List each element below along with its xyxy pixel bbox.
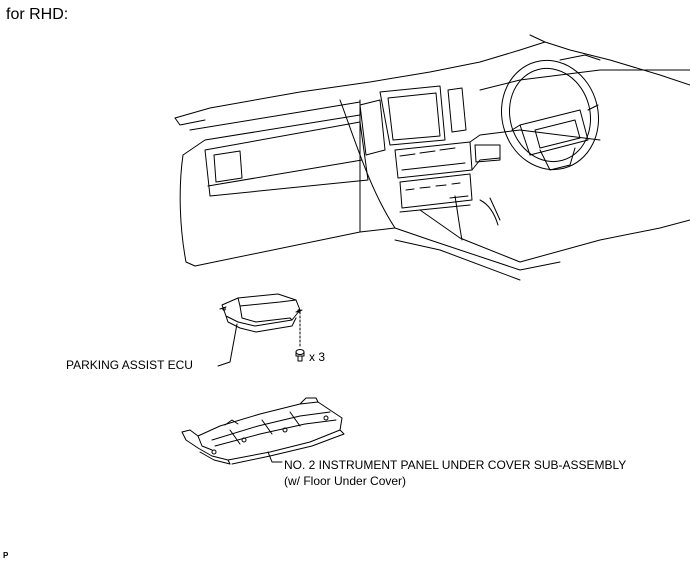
screw-illustration [295,311,305,362]
under-cover-sublabel: (w/ Floor Under Cover) [284,474,407,488]
under-cover-illustration [181,397,345,465]
corner-mark: P [3,551,9,560]
dashboard-illustration [174,34,690,281]
steering-wheel-illustration [500,54,601,171]
under-cover-label: NO. 2 INSTRUMENT PANEL UNDER COVER SUB-A… [284,458,627,472]
screw-quantity-label: x 3 [309,350,326,364]
ecu-illustration [217,293,303,367]
parking-assist-ecu-label: PARKING ASSIST ECU [66,358,193,372]
page-heading: for RHD: [6,6,69,23]
